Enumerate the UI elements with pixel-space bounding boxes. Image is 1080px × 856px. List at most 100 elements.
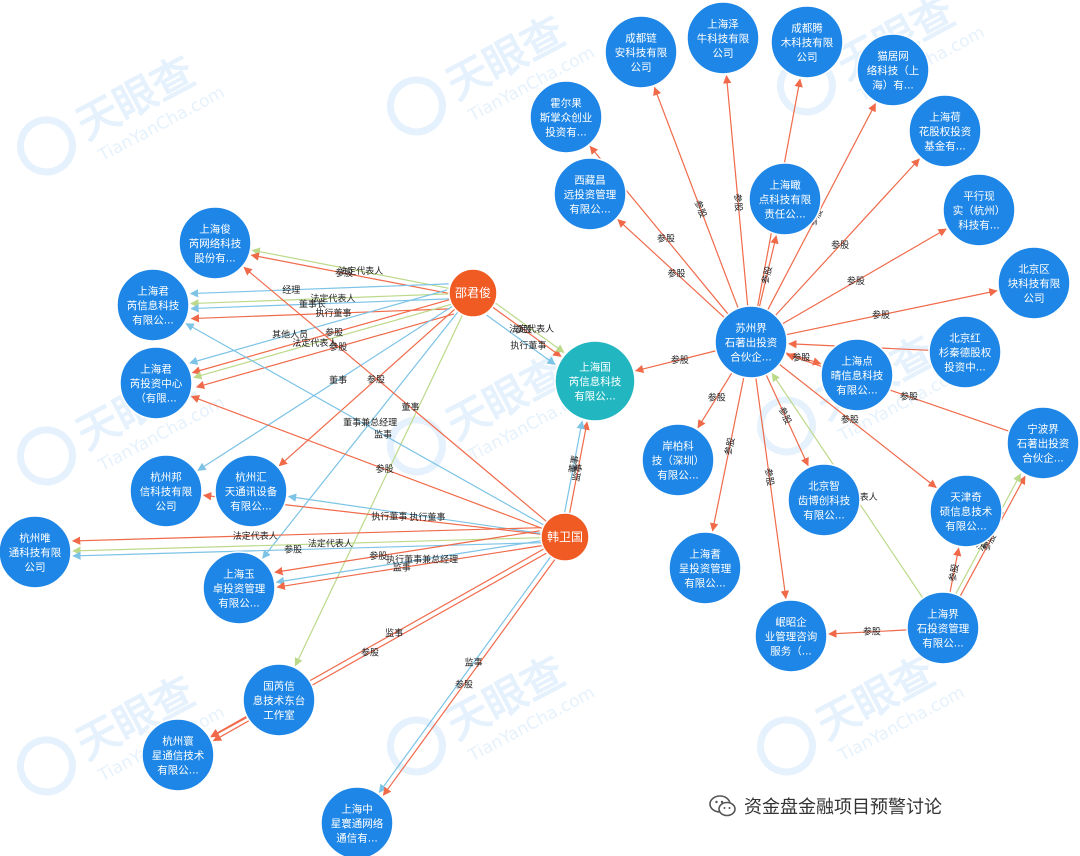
- node-label: 霍尔果: [550, 97, 582, 110]
- node-label: 石著出投资: [725, 336, 778, 349]
- edge-layer: [71, 75, 1026, 796]
- edge-legal: [251, 247, 450, 290]
- node-label: 有限公...: [157, 764, 199, 777]
- edge-exec: [189, 283, 449, 298]
- node-label: 杭州邦: [150, 471, 182, 484]
- node-label: 木科技有限: [781, 36, 834, 49]
- node-label: 公司: [1024, 293, 1045, 305]
- company-node[interactable]: 上海俊芮网络科技股份有...: [178, 206, 252, 280]
- edge-label: 参股: [514, 323, 532, 335]
- node-label: 投资中...: [944, 361, 986, 374]
- node-label: 西藏昌: [574, 175, 606, 187]
- edge-invest: [781, 228, 947, 325]
- edge-label: 监事: [385, 627, 403, 639]
- node-circle: [770, 5, 844, 79]
- company-node[interactable]: 上海荷花股权投资基金有...: [908, 94, 982, 168]
- company-node[interactable]: 上海玉卓投资管理有限公...: [202, 551, 276, 625]
- node-label: 上海君: [140, 363, 172, 376]
- edge-legal: [190, 293, 450, 308]
- node-circle: [929, 474, 1003, 548]
- company-node[interactable]: 苏州界石著出投资合伙企...: [714, 305, 788, 379]
- node-label: 有限公...: [569, 203, 611, 216]
- node-label: 岸柏科: [662, 440, 694, 453]
- edge-exec: [190, 298, 450, 313]
- edge-label: 参股: [722, 436, 737, 456]
- edge-exec: [275, 540, 542, 586]
- company-node[interactable]: 杭州汇天通讯设备有限公...: [214, 454, 288, 528]
- company-node[interactable]: 天津奇硕信息技术有限公...: [929, 474, 1003, 548]
- person-node[interactable]: 韩卫国: [540, 512, 590, 562]
- node-label: 服务（...: [770, 645, 812, 658]
- edge-legal: [495, 302, 565, 353]
- node-label: 北京智: [808, 480, 840, 493]
- edge-label: 董事长: [299, 298, 326, 310]
- company-node[interactable]: 平行现实（杭州）科技有...: [942, 173, 1016, 247]
- company-node[interactable]: 北京红杉秦德股权投资中...: [928, 315, 1002, 389]
- company-node[interactable]: 上海点晴信息科技有限公...: [820, 338, 894, 412]
- node-label: 业管理咨询: [765, 630, 818, 643]
- target-company-node[interactable]: 上海国芮信息科技有限公...: [554, 340, 636, 422]
- node-label: 息技术东台: [253, 694, 306, 707]
- node-label: 有限公...: [218, 597, 260, 610]
- footer-caption: 资金盘金融项目预警讨论: [708, 793, 942, 819]
- node-circle: [1006, 406, 1080, 480]
- edge-invest: [697, 372, 733, 429]
- node-label: 公司: [25, 562, 46, 574]
- edge-invest: [774, 158, 920, 316]
- node-label: 上海俊: [199, 223, 231, 236]
- person-node[interactable]: 邵君俊: [448, 268, 498, 318]
- node-label: 芮信息科技: [569, 375, 622, 388]
- node-label: 卓投资管理: [213, 582, 266, 595]
- node-circle: [214, 454, 288, 528]
- node-label: 上海玉: [223, 568, 255, 581]
- company-node[interactable]: 上海君芮投资中心（有限...: [119, 346, 193, 420]
- node-label: 工作室: [263, 709, 295, 722]
- edge-invest: [786, 288, 998, 336]
- company-node[interactable]: 上海界石投资管理有限公...: [906, 591, 980, 665]
- edge-label: 参股: [325, 326, 343, 338]
- company-node[interactable]: 北京智齿博创科技有限公...: [787, 463, 861, 537]
- company-node[interactable]: 上海中星寰通网络通信有...: [320, 786, 394, 856]
- edge-invest: [568, 421, 590, 514]
- edge-label-layer: 法定代表人参股法定代表人董事长经理执行董事参股法定代表人其他人员参股参股法定代表…: [233, 193, 1006, 690]
- company-node[interactable]: 岷昭企业管理咨询服务（...: [754, 599, 828, 673]
- node-label: 芮网络科技: [189, 237, 242, 250]
- node-label: 投资有...: [545, 126, 587, 139]
- company-node[interactable]: 杭州寰星通信技术有限公...: [141, 718, 215, 792]
- company-node[interactable]: 宁波界石著出投资合伙企...: [1006, 406, 1080, 480]
- edge-label: 参股: [367, 374, 385, 386]
- node-circle: [754, 599, 828, 673]
- edge-label: 法定代表人: [292, 337, 337, 349]
- edge-exec: [287, 493, 542, 535]
- edge-label: 参股: [671, 354, 689, 366]
- company-node[interactable]: 猫居网络科技（上海）有...: [856, 33, 930, 107]
- edge-label: 参股: [329, 341, 347, 353]
- node-label: 有限公...: [132, 314, 174, 327]
- node-circle: [942, 173, 1016, 247]
- edge-label: 参股: [762, 467, 776, 486]
- edge-invest: [382, 558, 556, 796]
- company-node[interactable]: 岸柏科技（深圳）有限公...: [641, 423, 715, 497]
- node-circle: [116, 268, 190, 342]
- node-label: 成都腾: [791, 22, 823, 35]
- node-label: 上海中: [341, 803, 373, 816]
- edge-label: 参股: [376, 463, 394, 475]
- company-node[interactable]: 西藏昌远投资管理有限公...: [553, 157, 627, 231]
- company-node[interactable]: 上海瞰点科技有限责任公...: [748, 162, 822, 236]
- company-node[interactable]: 霍尔果斯掌众创业投资有...: [529, 80, 603, 154]
- node-circle: [242, 663, 316, 737]
- company-node[interactable]: 上海君芮信息科技有限公...: [116, 268, 190, 342]
- node-label: 公司: [713, 48, 734, 60]
- edge-label: 董事: [401, 401, 419, 413]
- company-node[interactable]: 上海耆呈投资管理有限公...: [668, 531, 742, 605]
- node-label: 石著出投资: [1017, 437, 1070, 450]
